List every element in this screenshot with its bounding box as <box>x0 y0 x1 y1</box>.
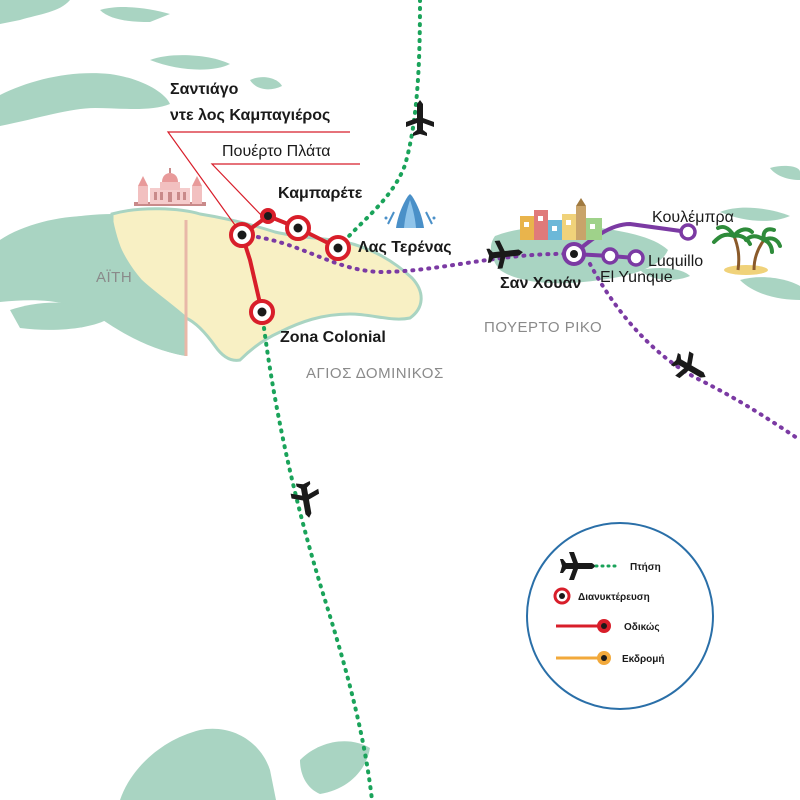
label-cabarete: Καμπαρέτε <box>278 185 363 202</box>
island-top-left-2 <box>100 7 170 22</box>
island-virgin-c <box>770 165 800 180</box>
legend-road: Οδικώς <box>556 619 660 633</box>
label-dominican-republic: ΑΓΙΟΣ ΔΟΜΙΝΙΚΟΣ <box>306 365 444 382</box>
label-el-yunque: El Yunque <box>600 269 673 286</box>
stop-san-juan <box>562 242 586 266</box>
stop-zona-colonial <box>249 299 275 325</box>
cathedral-icon <box>134 168 206 206</box>
legend-overnight-label: Διανυκτέρευση <box>578 592 650 603</box>
airplane-icon <box>670 351 706 379</box>
stop-santiago <box>229 222 255 248</box>
airplane-icon <box>560 552 596 580</box>
label-san-juan: Σαν Χουάν <box>500 275 581 292</box>
label-zona-colonial: Zona Colonial <box>280 329 386 346</box>
legend-flight: Πτήση <box>560 552 661 580</box>
flight-routes <box>260 0 422 800</box>
legend-overnight: Διανυκτέρευση <box>553 587 650 605</box>
legend: Πτήση Διανυκτέρευση Οδικώς Εκδρομή <box>526 522 714 710</box>
island-cuba-tip <box>0 73 170 126</box>
stop-puerto-plata <box>260 208 276 224</box>
island-virgin-b <box>740 277 800 300</box>
island-virgin-a <box>720 207 790 221</box>
cruise-route-sanjuan-southeast <box>588 262 800 442</box>
stop-cabarete <box>285 215 311 241</box>
flight-route-south <box>260 310 374 800</box>
island-small-b <box>250 77 282 90</box>
label-las-terrenas: Λας Τερένας <box>358 239 452 256</box>
label-santiago-line2: ντε λος Καμπαγιέρος <box>170 107 330 124</box>
leader-santiago <box>166 131 350 233</box>
stop-culebra <box>679 223 697 241</box>
legend-excursion: Εκδρομή <box>556 651 665 665</box>
legend-excursion-label: Εκδρομή <box>622 654 665 665</box>
leader-puerto-plata <box>210 163 360 217</box>
haiti-region <box>0 214 186 356</box>
stop-las-terrenas <box>325 235 351 261</box>
fountain-icon <box>384 194 436 228</box>
label-culebra: Κουλέμπρα <box>652 209 734 226</box>
colonial-houses-icon <box>520 198 602 240</box>
legend-road-label: Οδικώς <box>624 622 660 633</box>
island-bottom-2 <box>300 741 370 794</box>
island-bottom-1 <box>120 728 276 800</box>
cruise-route-santiago-sanjuan <box>240 233 576 275</box>
palm-trees-icon <box>712 225 782 275</box>
airplane-icon <box>486 240 523 269</box>
legend-flight-label: Πτήση <box>630 562 661 573</box>
label-luquillo: Luquillo <box>648 253 703 270</box>
legend-circle <box>526 522 714 710</box>
island-vieques <box>640 268 690 280</box>
stop-luquillo <box>627 249 645 267</box>
label-santiago-line1: Σαντιάγο <box>170 81 239 98</box>
airplane-icon <box>290 481 320 518</box>
flight-route-north <box>338 0 422 248</box>
stops <box>229 208 697 325</box>
label-puerto-rico: ΠΟΥΕΡΤΟ ΡΙΚΟ <box>484 319 602 336</box>
island-small-a <box>150 55 230 70</box>
label-puerto-plata: Πουέρτο Πλάτα <box>222 143 331 160</box>
leader-lines <box>166 131 360 233</box>
cruise-routes <box>240 233 800 442</box>
stop-el-yunque <box>601 247 619 265</box>
airplane-icon <box>406 100 434 136</box>
island-top-left-1 <box>0 0 70 24</box>
label-haiti: ΑΪΤΗ <box>96 269 132 286</box>
